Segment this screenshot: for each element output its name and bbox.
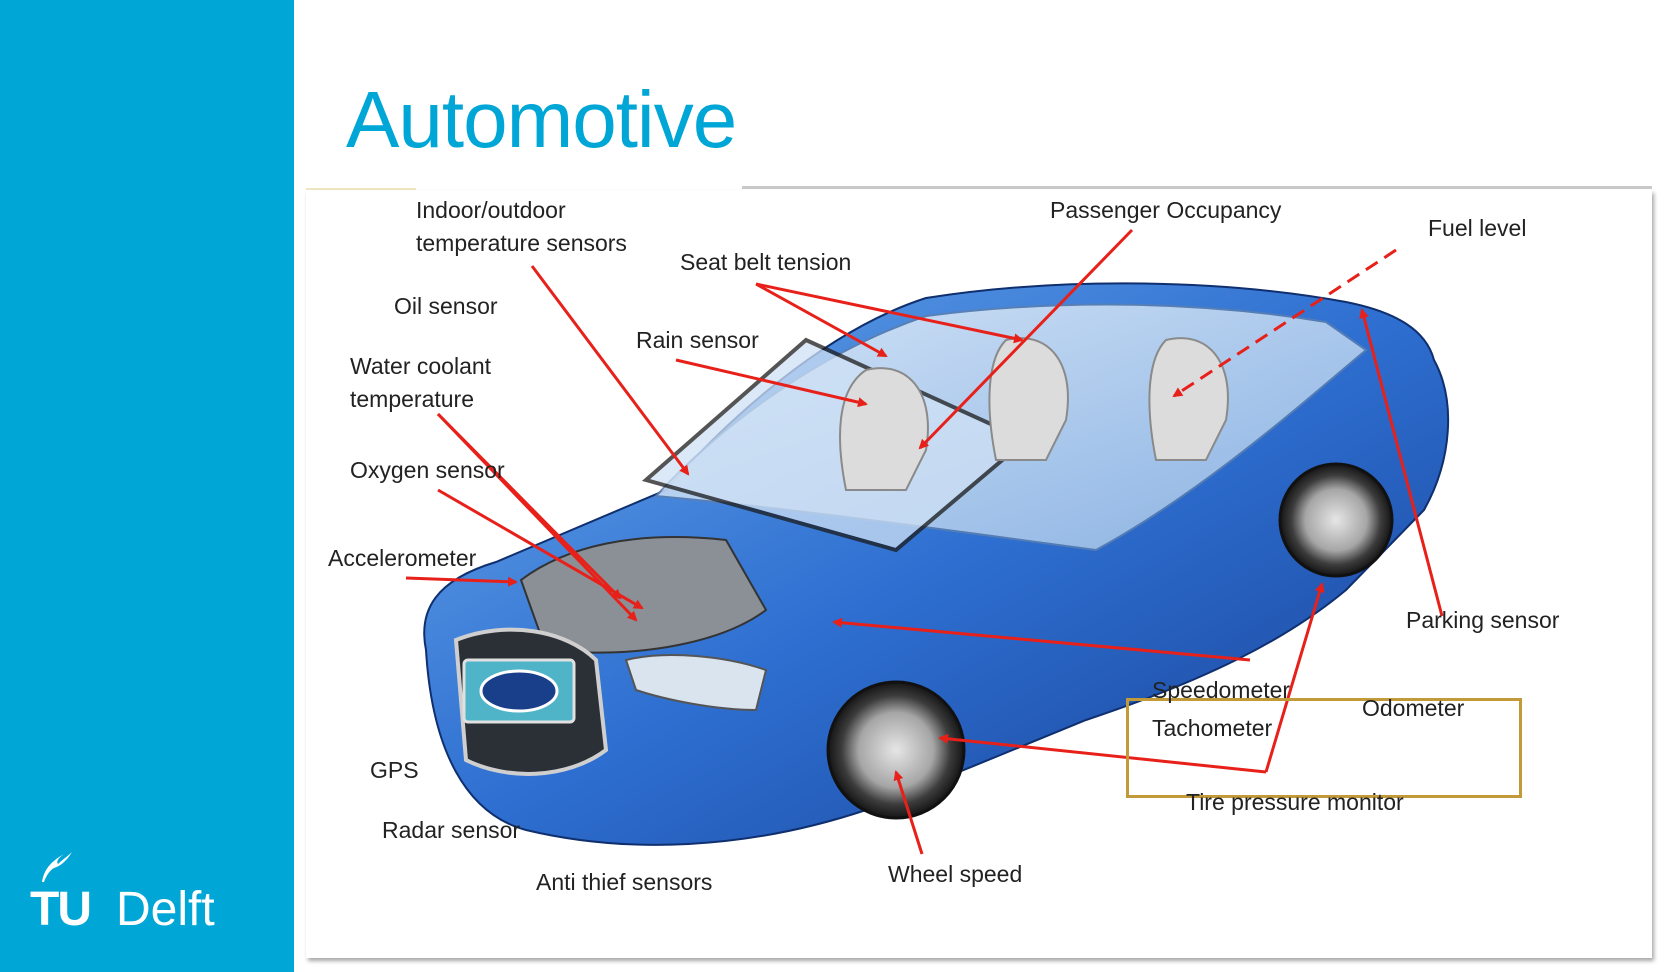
tudelft-logo: TU Delft	[30, 848, 250, 938]
label-rain-sensor: Rain sensor	[636, 327, 759, 353]
odometer-box	[1126, 698, 1522, 798]
label-water-coolant: Water coolant temperature	[350, 353, 492, 412]
diagram-canvas	[405, 228, 1450, 855]
arrow-speedometer	[832, 617, 1251, 662]
label-fuel-level: Fuel level	[1428, 215, 1527, 241]
headlight	[624, 654, 768, 712]
arrow-seat-belt-1	[755, 282, 888, 358]
label-anti-thief: Anti thief sensors	[536, 869, 713, 895]
arrow-accelerometer	[405, 576, 518, 587]
sensor-arrows	[405, 228, 1444, 855]
label-tachometer: Tachometer	[1152, 715, 1273, 741]
logo-delft: Delft	[116, 883, 215, 936]
figure-top-line	[742, 186, 1652, 189]
seat-front	[839, 367, 929, 491]
label-wheel-speed: Wheel speed	[888, 861, 1023, 887]
arrow-indoor-outdoor	[530, 265, 690, 476]
label-gps: GPS	[370, 757, 419, 783]
arrow-tire-2	[1264, 582, 1325, 773]
label-oil-sensor: Oil sensor	[394, 293, 498, 319]
seat-middle	[988, 337, 1069, 461]
label-accelerometer: Accelerometer	[328, 545, 477, 571]
rear-wheel	[1278, 462, 1394, 578]
label-oxygen-sensor: Oxygen sensor	[350, 457, 505, 483]
label-passenger-occupancy: Passenger Occupancy	[1050, 197, 1282, 223]
arrow-parking	[1359, 308, 1444, 617]
label-parking-sensor: Parking sensor	[1406, 607, 1560, 633]
label-radar-sensor: Radar sensor	[382, 817, 521, 843]
slide-title: Automotive	[346, 75, 737, 164]
arrow-fuel	[1172, 248, 1397, 398]
arrow-water-2	[436, 412, 622, 600]
logo-tu: TU	[30, 883, 92, 936]
car-sensor-diagram: Indoor/outdoor temperature sensors Seat …	[306, 190, 1652, 958]
sidebar: TU Delft	[0, 0, 294, 972]
ford-logo	[479, 669, 559, 713]
arrow-tire-1	[938, 733, 1267, 774]
label-odometer: Odometer	[1362, 695, 1465, 721]
arrow-wheel-speed	[893, 770, 924, 855]
arrow-passenger	[918, 228, 1134, 450]
flame-icon	[42, 852, 72, 882]
label-indoor-outdoor: Indoor/outdoor temperature sensors	[416, 197, 627, 256]
front-wheel	[826, 680, 966, 820]
arrow-rain	[675, 358, 868, 408]
arrow-oxygen	[437, 488, 644, 610]
arrow-seat-belt-2	[755, 282, 1024, 344]
car-illustration	[423, 282, 1450, 846]
label-seat-belt: Seat belt tension	[680, 249, 852, 275]
label-tire-pressure: Tire pressure monitor	[1186, 789, 1404, 815]
seat-rear	[1148, 337, 1229, 461]
label-speedometer: Speedometer	[1152, 677, 1291, 703]
